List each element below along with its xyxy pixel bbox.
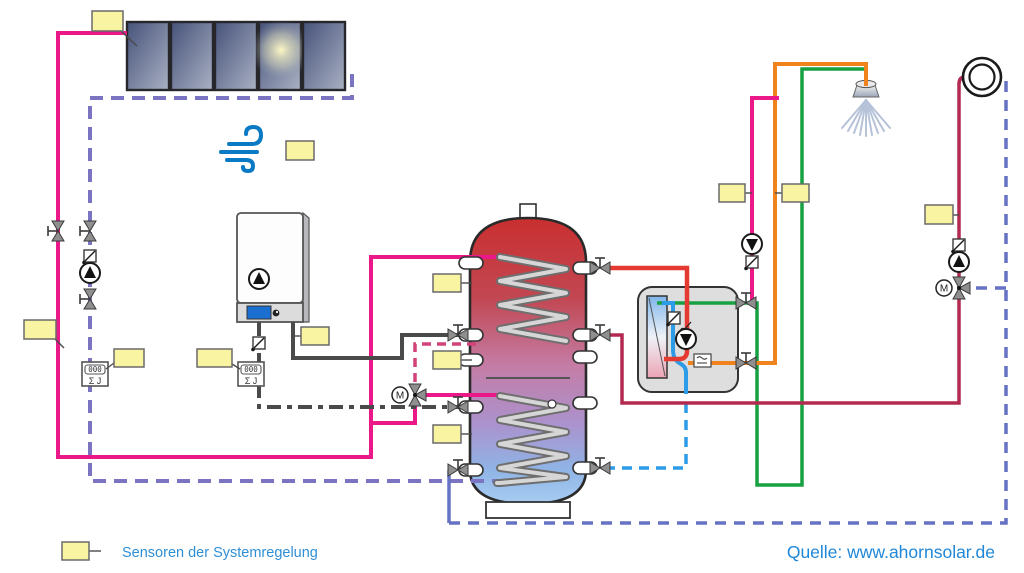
boiler (236, 211, 310, 323)
boiler-heat-meter-icon: 000 Σ J (237, 361, 265, 387)
friwa-pump-icon (675, 328, 697, 350)
legend: Sensoren der Systemregelung (61, 541, 318, 561)
solar-flow-valve-icon (47, 220, 65, 242)
solar-return-valve2-icon (79, 288, 97, 310)
dhw-valve-icon (589, 257, 611, 275)
solar-pump-icon (79, 262, 101, 284)
zirkulation-sensor-box (718, 183, 746, 203)
circuit-return-valve-icon (589, 324, 611, 342)
friwa-cold-internal-pipe (662, 301, 688, 394)
mixing-valve-motor-label: M (396, 391, 404, 402)
water-meter-icon (961, 56, 1003, 98)
friwa-check-valve-icon (665, 311, 681, 327)
cold-water-pipe (449, 75, 1008, 525)
heat-meter-unit: Σ J (245, 376, 258, 386)
flow-switch-icon (693, 353, 712, 368)
circuit-sensor-box (924, 204, 954, 225)
solar-heat-meter-icon: 000 Σ J (81, 361, 109, 387)
circuit-mixing-valve-icon: M (935, 276, 971, 300)
boiler-return-pipe (257, 322, 471, 409)
tank-cold-valve-icon (447, 459, 469, 477)
tank-pedestal (485, 501, 571, 519)
boiler-check-valve-icon (250, 336, 266, 352)
boiler-meter-sensor-box (196, 348, 233, 368)
heat-meter-display: 000 (88, 365, 102, 374)
lower-coil-icon (493, 392, 570, 487)
solar-return-pipe (88, 74, 497, 483)
boiler-flow-valve-icon (447, 324, 469, 342)
heat-meter-display: 000 (244, 365, 258, 374)
legend-label: Sensoren der Systemregelung (122, 545, 318, 561)
tank-low-sensor-box (432, 424, 462, 444)
mixing-valve-motor-label: M (940, 284, 948, 295)
boiler-flow-sensor-box (300, 326, 330, 346)
collector-panel (169, 20, 215, 92)
dhw-supply-pipe (605, 265, 690, 362)
solar-flow-sensor-box (23, 319, 57, 340)
upper-coil-icon (496, 253, 570, 345)
outdoor-sensor-box (285, 140, 315, 161)
zirkulation-check-valve-icon (743, 255, 759, 271)
boiler-pump-icon (248, 268, 270, 290)
boiler-display (246, 305, 280, 320)
boiler-return-valve-icon (447, 396, 469, 414)
warm-water-sensor-box (781, 183, 810, 203)
cold-water-friwa-pipe (605, 396, 688, 470)
solar-mixing-valve-icon: M (391, 383, 427, 407)
collector-panel (125, 20, 171, 92)
shower-spray (841, 99, 891, 137)
fittings: M M 000 Σ J (47, 56, 1003, 477)
zirkulation-pump-icon (741, 233, 763, 255)
sensors (23, 10, 959, 444)
sun-glare-icon (251, 20, 311, 80)
friwa-cold-valve-icon (589, 457, 611, 475)
solar-flow-valve-branch (371, 405, 417, 425)
boiler-flow-pipe (291, 322, 471, 360)
legend-sensor-box (61, 541, 90, 561)
collector-sensor-box (91, 10, 124, 32)
heat-meter-unit: Σ J (89, 376, 102, 386)
tank-mid-sensor-box (432, 350, 462, 370)
wind-icon (219, 124, 264, 174)
collector-panel (213, 20, 259, 92)
tank-top-sensor-box (432, 273, 462, 293)
solar-return-valve-icon (79, 220, 97, 242)
solar-flow-pipe (56, 31, 500, 459)
tank-ports (458, 256, 598, 477)
loading-pipe (413, 342, 476, 387)
solar-meter-sensor-box (113, 348, 145, 368)
source-credit: Quelle: www.ahornsolar.de (787, 542, 995, 562)
collector-panel (301, 20, 347, 92)
solar-collector-array (125, 20, 347, 92)
circuit-pump-icon (948, 251, 970, 273)
shower-icon (841, 79, 891, 137)
